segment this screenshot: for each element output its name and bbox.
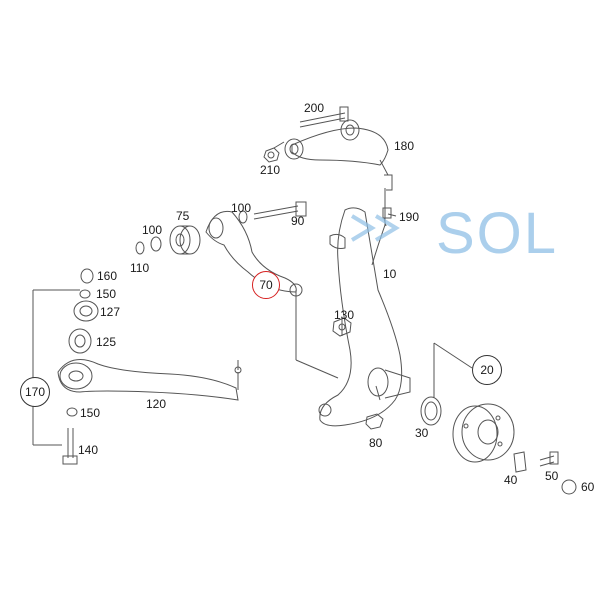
bushing-75: [169, 225, 201, 255]
washer-150-bottom: [66, 407, 78, 417]
bolt-90: [253, 201, 307, 220]
label-190: 190: [399, 210, 420, 224]
label-40: 40: [504, 473, 518, 487]
label-200: 200: [304, 101, 325, 115]
lower-front-arm: [205, 210, 339, 379]
label-100-left: 100: [142, 223, 163, 237]
group-20-bracket: [433, 342, 473, 398]
callout-170: 170: [20, 377, 50, 407]
bracket-40: [513, 451, 527, 473]
upper-control-arm: [284, 119, 393, 191]
label-210: 210: [260, 163, 281, 177]
washer-100-left: [150, 236, 162, 252]
label-60: 60: [581, 480, 595, 494]
label-10: 10: [383, 267, 397, 281]
label-100-right: 100: [231, 201, 252, 215]
washer-150-top: [79, 289, 91, 299]
bushing-125: [68, 328, 92, 354]
bolt-200: [299, 106, 349, 128]
label-80: 80: [369, 436, 383, 450]
steering-knuckle: [318, 188, 411, 427]
bolt-50: [539, 451, 559, 467]
label-70: 70: [259, 278, 273, 292]
bushing-127: [73, 300, 99, 322]
label-150-top: 150: [96, 287, 117, 301]
label-127: 127: [100, 305, 121, 319]
label-90: 90: [291, 214, 305, 228]
bolt-80: [365, 413, 384, 430]
cap-60: [561, 479, 577, 495]
label-140: 140: [78, 443, 99, 457]
callout-20: 20: [472, 355, 502, 385]
label-150-bottom: 150: [80, 406, 101, 420]
wheel-hub-20: [452, 403, 515, 463]
group-170-bracket: [32, 289, 80, 446]
label-125: 125: [96, 335, 117, 349]
washer-100-right: [238, 210, 248, 224]
seal-30: [420, 396, 442, 426]
watermark-text: SOL: [436, 201, 559, 266]
callout-70-highlighted: 70: [252, 271, 280, 299]
lower-rear-arm: [57, 359, 242, 401]
nut-110: [135, 241, 145, 255]
label-30: 30: [415, 426, 429, 440]
label-160: 160: [97, 269, 118, 283]
label-20: 20: [480, 363, 494, 377]
bolt-140: [62, 428, 78, 465]
leader-lines: [273, 141, 397, 401]
label-120: 120: [146, 397, 167, 411]
label-180: 180: [394, 139, 415, 153]
label-50: 50: [545, 469, 559, 483]
label-75: 75: [176, 209, 190, 223]
label-170: 170: [24, 385, 46, 399]
label-110: 110: [130, 261, 150, 275]
label-130: 130: [334, 308, 355, 322]
nut-160: [80, 268, 94, 284]
